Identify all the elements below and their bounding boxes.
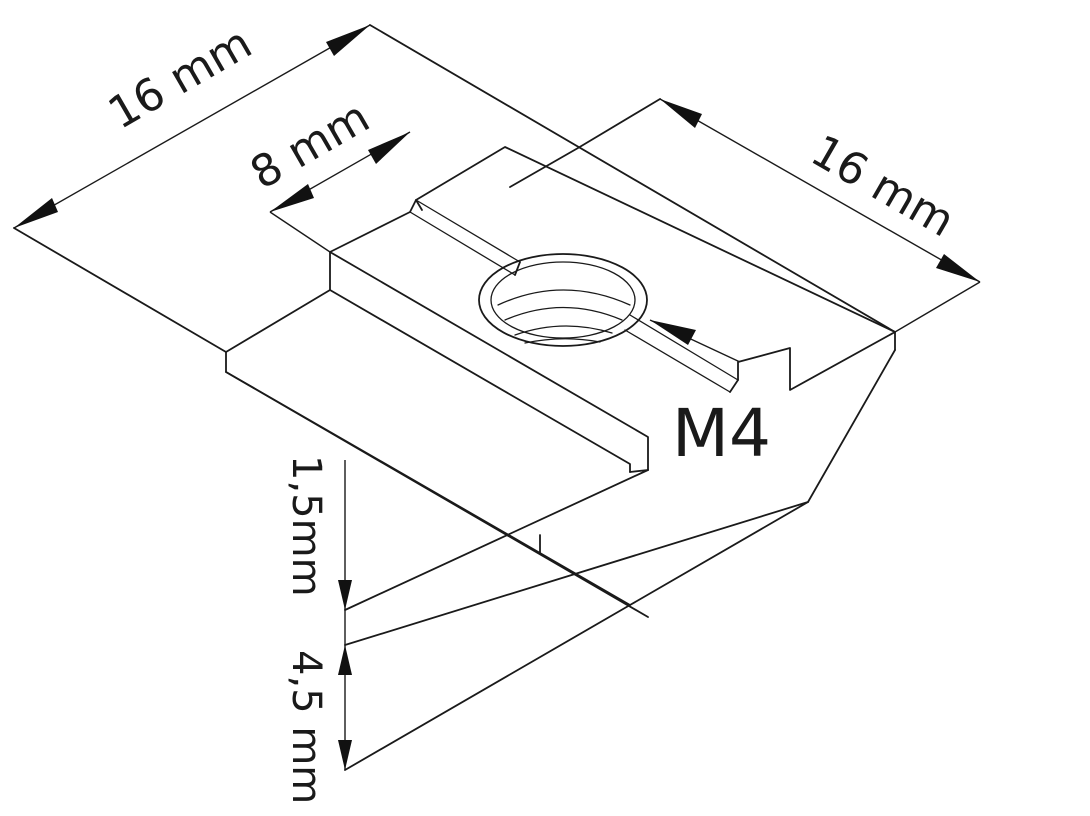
dim-body-arrow-a <box>338 645 352 675</box>
slot-groove-upper <box>415 199 521 263</box>
dim-length-right-line <box>659 98 981 283</box>
thread-leader-arrow <box>650 320 696 345</box>
dim-slot-width-ext <box>269 211 331 253</box>
dim-length-right-arrow-b <box>936 254 980 282</box>
slot-left-tip <box>514 261 521 276</box>
thread-ring-2 <box>504 306 623 321</box>
dim-length-top-arrow-b <box>326 25 370 56</box>
dim-flange-arrow-a <box>338 580 352 610</box>
thread-ring-4 <box>524 338 601 344</box>
flange-top-step <box>225 251 331 353</box>
thread-ring-3 <box>514 325 613 336</box>
rear-step <box>509 98 661 188</box>
threaded-hole <box>478 253 648 347</box>
slot-right-notch <box>737 331 896 391</box>
thread-ring-1 <box>497 289 631 306</box>
land-front-edge <box>329 251 649 471</box>
land-side <box>629 469 649 473</box>
dim-heights: 1,5mm 4,5 mm <box>283 455 352 804</box>
thread-label: M4 <box>672 395 771 472</box>
land-lower-edge <box>329 289 631 473</box>
slot-right-tip <box>729 379 739 393</box>
flange-bottom-edge <box>225 371 541 554</box>
land-top-back-2 <box>415 146 896 333</box>
land-top-back <box>329 211 411 253</box>
body-mid-line <box>344 469 649 611</box>
dim-length-top-label: 16 mm <box>100 18 260 140</box>
dim-length-top-line <box>13 24 371 229</box>
dim-length-right-arrow-a <box>660 99 702 128</box>
dim-slot-width: 8 mm <box>242 92 411 253</box>
body-bottom-edge <box>344 604 631 771</box>
t-nut-part <box>13 24 896 771</box>
dim-length-right-ext <box>894 281 981 333</box>
dim-length-top-arrow-a <box>14 198 58 228</box>
dim-slot-width-label: 8 mm <box>242 92 378 200</box>
body-bottom-front <box>539 552 631 606</box>
right-chamfer <box>629 349 896 606</box>
dim-length-right-label: 16 mm <box>803 125 963 247</box>
dim-slot-width-arrow-b <box>368 132 410 164</box>
flange-front-edge <box>13 227 227 353</box>
slot-groove-upper-2 <box>629 314 739 381</box>
thread-callout: M4 <box>649 319 771 472</box>
flange-back-edge <box>369 24 896 333</box>
dim-body-height-label: 4,5 mm <box>283 650 329 804</box>
dim-slot-width-arrow-a <box>270 184 314 212</box>
dim-flange-height-label: 1,5mm <box>283 455 329 597</box>
hole-inner-rim <box>490 261 636 339</box>
hole-outer-rim <box>478 253 648 347</box>
body-bottom-left <box>344 501 809 646</box>
dim-body-arrow-b <box>338 740 352 770</box>
slot-groove-lower-2 <box>624 329 731 393</box>
slot-groove-lower <box>409 211 516 276</box>
